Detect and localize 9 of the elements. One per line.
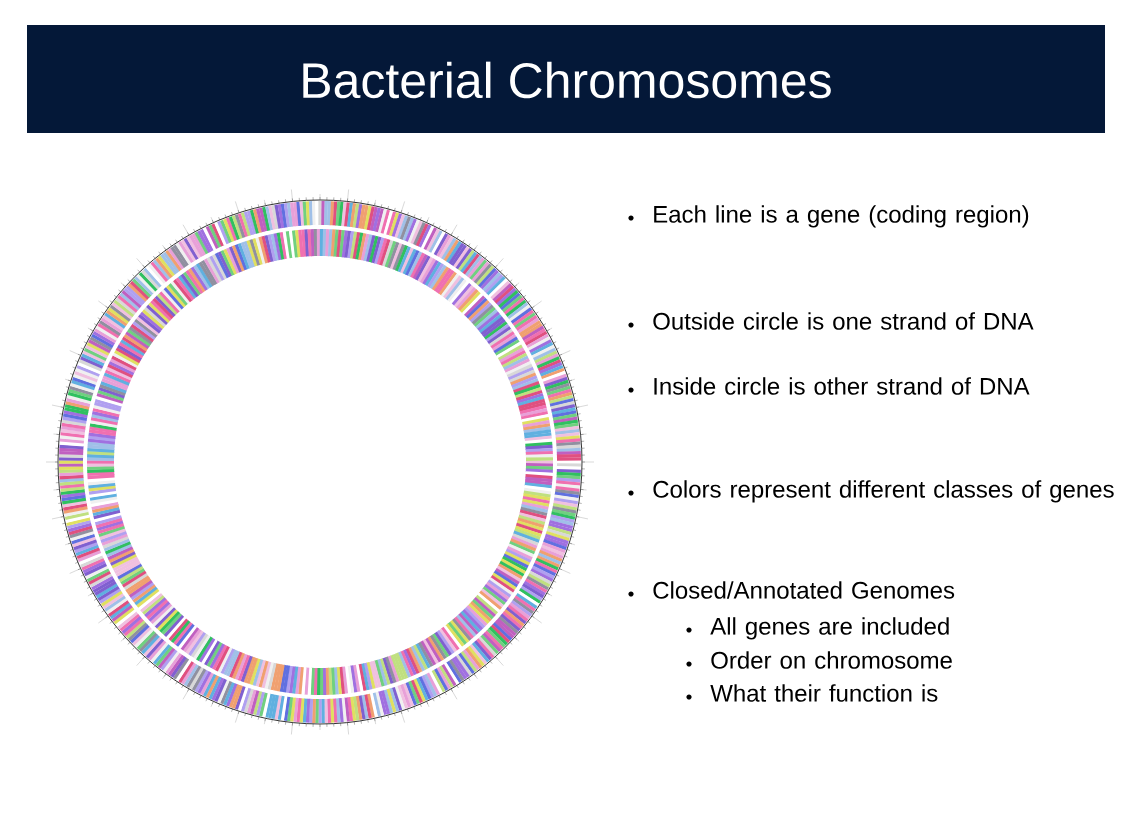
bullet-text: Each line is a gene (coding region) [628,205,1029,228]
bullet-text: Closed/Annotated Genomes [628,581,955,599]
title-banner: Bacterial Chromosomes [27,25,1105,133]
bullet-text: Outside circle is one strand of DNA [628,312,1034,330]
bullet-text: Colors represent different classes of genes [628,480,1114,503]
bullet-text: What their function is [686,684,938,702]
bullet-text: All genes are included [686,617,949,640]
bullet-text: Order on chromosome [686,651,952,669]
bullet-text: Inside circle is other strand of DNA [628,377,1030,395]
